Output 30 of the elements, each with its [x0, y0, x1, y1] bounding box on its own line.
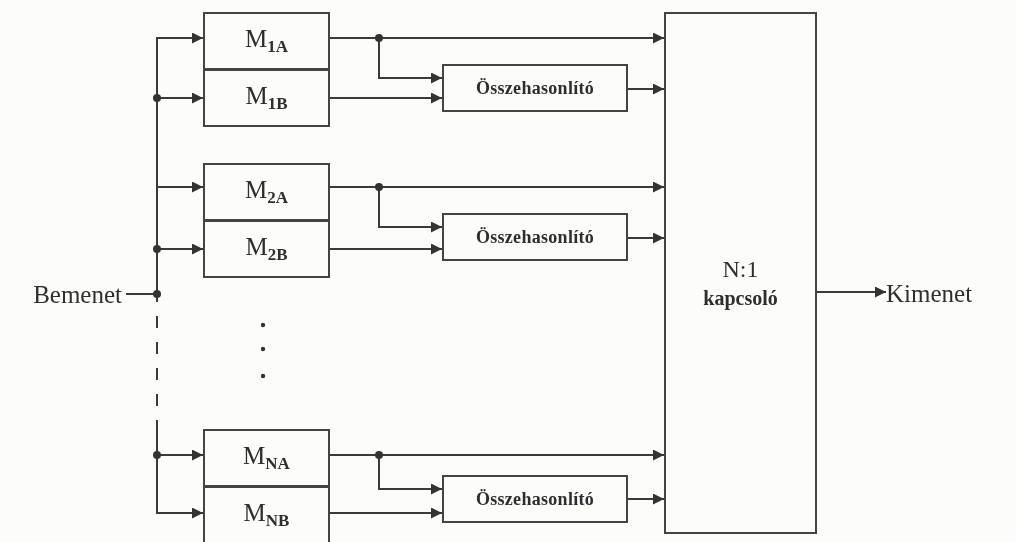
comparator-box [442, 64, 628, 112]
comparator-label: Összehasonlító [475, 77, 595, 99]
comparator-label: Összehasonlító [475, 226, 595, 248]
arrow [329, 507, 443, 519]
module-box [203, 69, 330, 127]
module-box [203, 429, 330, 487]
arrow [627, 232, 665, 244]
module-box [203, 12, 330, 70]
switch-label: kapcsoló [703, 286, 778, 312]
module-label: M$_{NB}$ [243, 499, 290, 531]
comparator-box [442, 475, 628, 523]
arrow [329, 92, 443, 104]
arrow [627, 83, 665, 95]
arrow [816, 286, 887, 298]
module-label: M$_{1B}$ [245, 82, 288, 114]
arrow [627, 493, 665, 505]
input-label: Bemenet [2, 278, 122, 312]
module-label: M$_{NA}$ [243, 442, 290, 474]
module-box [203, 163, 330, 221]
module-box [203, 486, 330, 542]
switch-box [664, 12, 817, 534]
ratio-label: N:1 [722, 255, 759, 284]
module-label: M$_{2B}$ [245, 233, 288, 265]
comparator-label: Összehasonlító [475, 488, 595, 510]
arrow [329, 243, 443, 255]
module-label: M$_{1A}$ [245, 25, 288, 57]
module-label: M$_{2A}$ [245, 176, 288, 208]
module-box [203, 220, 330, 278]
output-label: Kimenet [886, 276, 1012, 312]
comparator-box [442, 213, 628, 261]
